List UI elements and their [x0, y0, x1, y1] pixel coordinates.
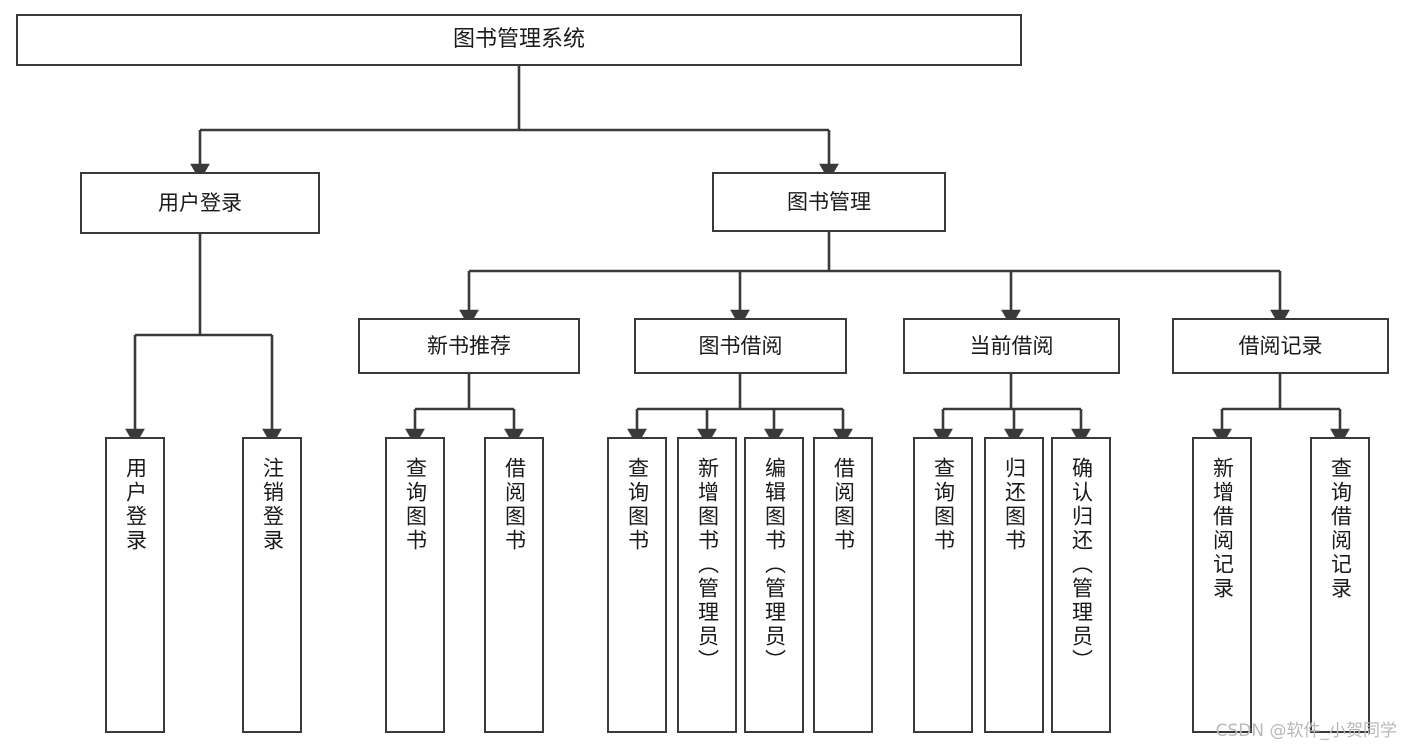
- node-borrow-record-label: 借阅记录: [1238, 333, 1323, 358]
- node-leaf-query-book-1-label: 查询图书: [403, 457, 428, 553]
- node-book-manage-label: 图书管理: [787, 189, 871, 214]
- node-leaf-confirm-return[interactable]: 确认归还（管理员）: [1051, 437, 1111, 733]
- node-current-borrow-label: 当前借阅: [969, 333, 1054, 358]
- node-user-login[interactable]: 用户登录: [80, 172, 320, 234]
- node-leaf-borrow-book-2[interactable]: 借阅图书: [813, 437, 873, 733]
- node-leaf-return-book-label: 归还图书: [1002, 457, 1027, 553]
- node-leaf-query-record[interactable]: 查询借阅记录: [1310, 437, 1370, 733]
- edge-path-group: [125, 66, 1350, 446]
- watermark-text: CSDN @软件_小贺同学: [1215, 721, 1397, 741]
- node-leaf-query-book-3-label: 查询图书: [931, 457, 956, 553]
- node-leaf-query-book-3[interactable]: 查询图书: [913, 437, 973, 733]
- node-leaf-logout-label: 注销登录: [260, 457, 285, 553]
- node-book-borrow[interactable]: 图书借阅: [634, 318, 847, 374]
- node-user-login-label: 用户登录: [158, 190, 242, 215]
- node-book-borrow-label: 图书借阅: [698, 333, 783, 358]
- node-leaf-borrow-book-1[interactable]: 借阅图书: [484, 437, 544, 733]
- node-leaf-return-book[interactable]: 归还图书: [984, 437, 1044, 733]
- node-leaf-add-book-label: 新增图书（管理员）: [695, 457, 720, 673]
- node-borrow-record[interactable]: 借阅记录: [1172, 318, 1389, 374]
- node-new-book-recommend[interactable]: 新书推荐: [358, 318, 580, 374]
- node-leaf-edit-book[interactable]: 编辑图书（管理员）: [744, 437, 804, 733]
- node-leaf-user-login-label: 用户登录: [123, 457, 148, 553]
- node-leaf-add-book[interactable]: 新增图书（管理员）: [677, 437, 737, 733]
- node-leaf-edit-book-label: 编辑图书（管理员）: [762, 457, 787, 673]
- node-leaf-borrow-book-1-label: 借阅图书: [502, 457, 527, 553]
- node-book-manage[interactable]: 图书管理: [712, 172, 946, 232]
- node-leaf-query-record-label: 查询借阅记录: [1328, 457, 1353, 601]
- node-leaf-query-book-2[interactable]: 查询图书: [607, 437, 667, 733]
- node-leaf-user-login[interactable]: 用户登录: [105, 437, 165, 733]
- node-current-borrow[interactable]: 当前借阅: [903, 318, 1120, 374]
- node-leaf-confirm-return-label: 确认归还（管理员）: [1069, 457, 1094, 673]
- node-leaf-borrow-book-2-label: 借阅图书: [831, 457, 856, 553]
- node-new-book-recommend-label: 新书推荐: [427, 333, 511, 358]
- node-leaf-add-record[interactable]: 新增借阅记录: [1192, 437, 1252, 733]
- node-leaf-logout[interactable]: 注销登录: [242, 437, 302, 733]
- node-root-label: 图书管理系统: [452, 27, 585, 53]
- node-leaf-add-record-label: 新增借阅记录: [1210, 457, 1235, 601]
- node-leaf-query-book-2-label: 查询图书: [625, 457, 650, 553]
- node-root[interactable]: 图书管理系统: [16, 14, 1022, 66]
- node-leaf-query-book-1[interactable]: 查询图书: [385, 437, 445, 733]
